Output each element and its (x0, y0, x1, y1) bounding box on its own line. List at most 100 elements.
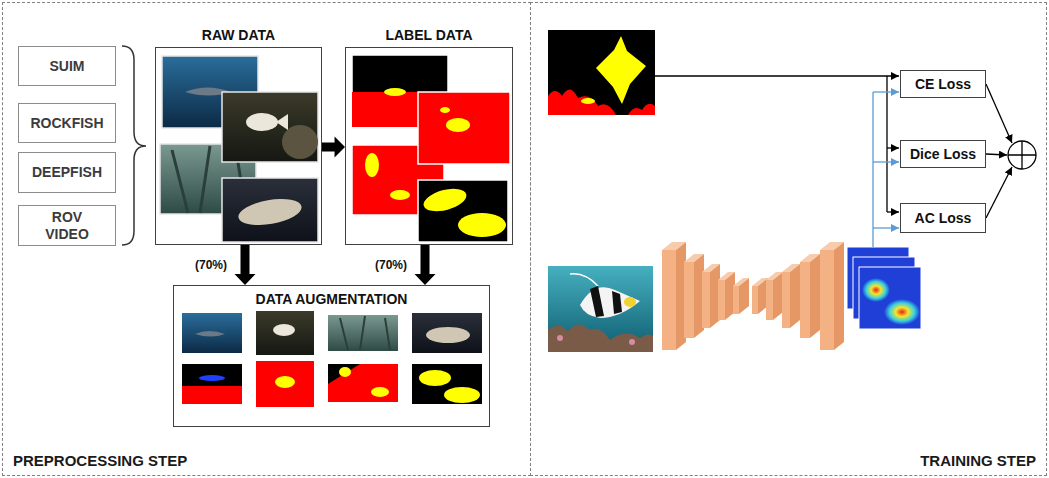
loss-input-line (886, 76, 887, 212)
dataset-box: ROCKFISH (18, 103, 116, 143)
network-layer (773, 272, 783, 320)
network-layer (684, 262, 694, 338)
augmented-mask (419, 370, 451, 386)
ground-truth-mask (548, 89, 616, 115)
input-photo (557, 335, 563, 341)
augmented-mask (182, 364, 242, 404)
raw-photo (222, 92, 318, 162)
panel-heading: DATA AUGMENTATION (256, 291, 408, 307)
augmented-mask (199, 375, 225, 381)
dataset-brace (122, 46, 146, 245)
augmented-photo (182, 311, 482, 355)
label-mask (418, 92, 510, 164)
ground-truth-mask (548, 30, 655, 115)
raw-photo (222, 178, 318, 242)
input-photo (612, 291, 622, 314)
raw-photo (276, 114, 288, 130)
dataset-box: SUIM (18, 46, 116, 86)
augmented-mask (328, 364, 398, 402)
heatmap (847, 247, 921, 329)
network-layer (820, 250, 834, 350)
network-layer (810, 254, 820, 338)
network-layer (800, 262, 810, 338)
label-mask (418, 180, 508, 242)
loss-box: Dice Loss (900, 140, 986, 168)
network-layer (733, 286, 739, 314)
ground-truth-mask (628, 104, 655, 115)
augmented-mask (256, 361, 314, 407)
sum-symbol (1008, 141, 1036, 169)
network-layer (782, 272, 790, 328)
augmented-photo (256, 311, 314, 355)
heatmap (884, 299, 920, 325)
loss-input-line (872, 92, 873, 247)
loss-input-line (873, 227, 899, 228)
augmented-mask (182, 361, 482, 407)
network-layer (718, 280, 725, 320)
edge-label: (70%) (193, 258, 229, 272)
sum-symbol (986, 167, 1012, 218)
heatmap (859, 267, 921, 329)
dataset-box: ROV VIDEO (18, 205, 116, 246)
augmented-photo (426, 327, 470, 343)
label-mask (458, 213, 506, 237)
input-photo (548, 324, 653, 352)
augmented-photo (182, 313, 242, 353)
data-panel: LABEL DATA (345, 47, 513, 245)
augmentation-panel: DATA AUGMENTATION (173, 285, 490, 427)
step-title: TRAINING STEP (920, 452, 1036, 469)
input-photo (570, 274, 598, 286)
network-layer (739, 278, 749, 314)
augmented-mask (328, 364, 360, 384)
ground-truth-mask (596, 36, 646, 104)
network-layer (662, 250, 676, 350)
sum-symbol (1008, 141, 1036, 169)
loss-input-line (655, 76, 899, 247)
input-photo (629, 339, 635, 345)
raw-photo (282, 125, 318, 159)
label-mask (384, 88, 406, 96)
loss-name: Dice Loss (910, 146, 976, 162)
heatmap (862, 278, 890, 302)
label-mask (390, 190, 410, 200)
loss-name: AC Loss (915, 210, 972, 226)
label-mask (440, 107, 450, 113)
raw-photo (236, 195, 303, 230)
augmented-mask (339, 367, 351, 377)
block-arrow (415, 245, 436, 285)
dataset-name: ROV VIDEO (34, 209, 100, 241)
augmented-mask (275, 376, 295, 388)
sum-symbol (986, 154, 1007, 155)
block-arrow (235, 245, 256, 285)
label-mask (421, 185, 469, 216)
augmented-photo (412, 313, 482, 353)
augmented-mask (371, 387, 389, 397)
sum-symbol (986, 84, 1036, 218)
block-arrow (322, 137, 345, 158)
network-layer (834, 242, 844, 350)
loss-input-line (873, 161, 899, 162)
loss-name: CE Loss (915, 76, 971, 92)
ground-truth-mask (581, 98, 595, 104)
augmented-mask (182, 386, 242, 404)
loss-input-line (887, 211, 899, 212)
input-photo (548, 266, 653, 352)
augmented-photo (340, 316, 390, 350)
data-panel: RAW DATA (155, 47, 322, 245)
loss-box: AC Loss (900, 203, 986, 233)
dataset-name: DEEPFISH (32, 164, 102, 180)
raw-photo (160, 56, 318, 242)
loss-input-line (655, 75, 899, 76)
input-photo (548, 266, 653, 352)
network-layer (662, 242, 844, 350)
step-title: PREPROCESSING STEP (13, 452, 187, 469)
network-layer (790, 264, 800, 328)
augmented-photo (328, 315, 398, 351)
dataset-box: DEEPFISH (18, 152, 116, 193)
network-layer (752, 286, 758, 314)
loss-input-line (887, 147, 899, 148)
